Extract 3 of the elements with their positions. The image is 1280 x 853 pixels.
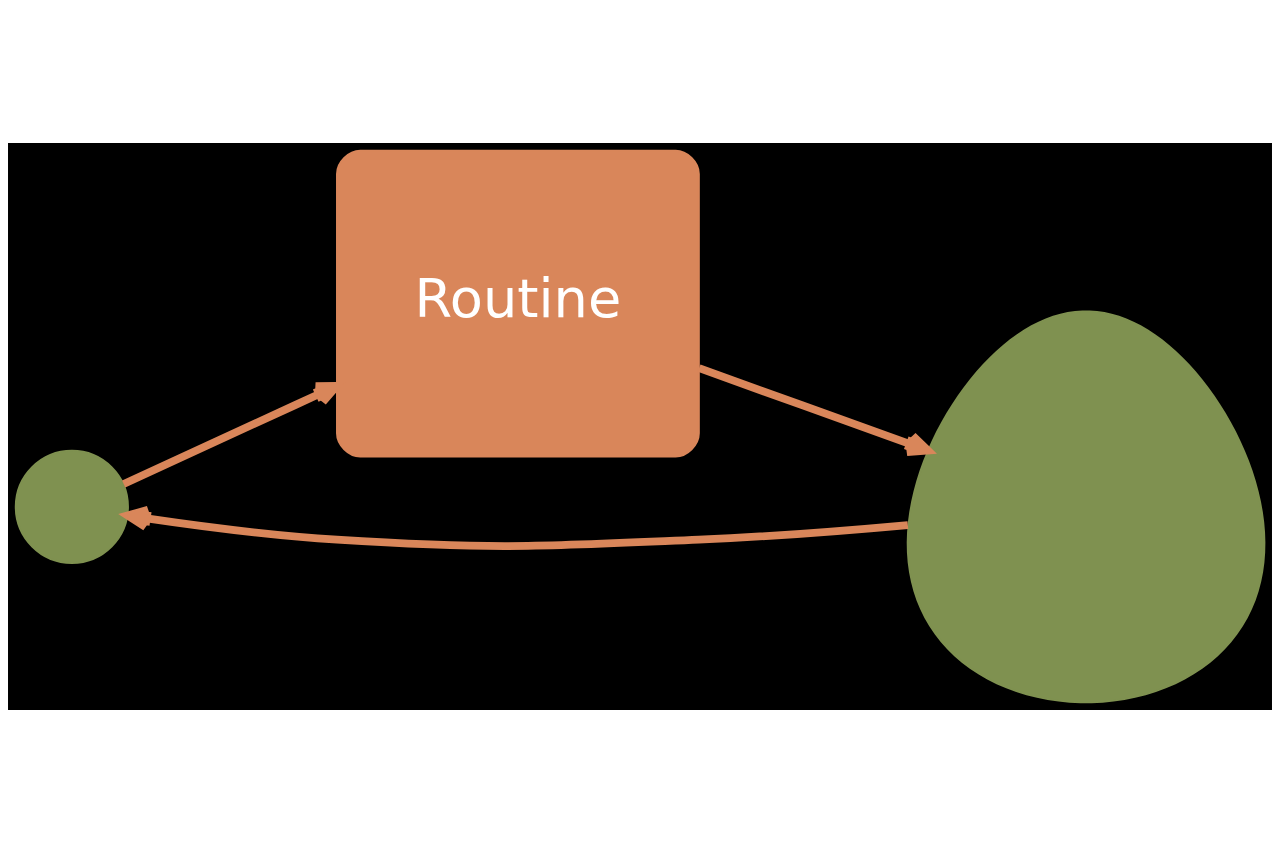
node-box: Routine — [336, 149, 700, 458]
node-person — [906, 310, 1266, 704]
node-circle — [14, 449, 129, 564]
